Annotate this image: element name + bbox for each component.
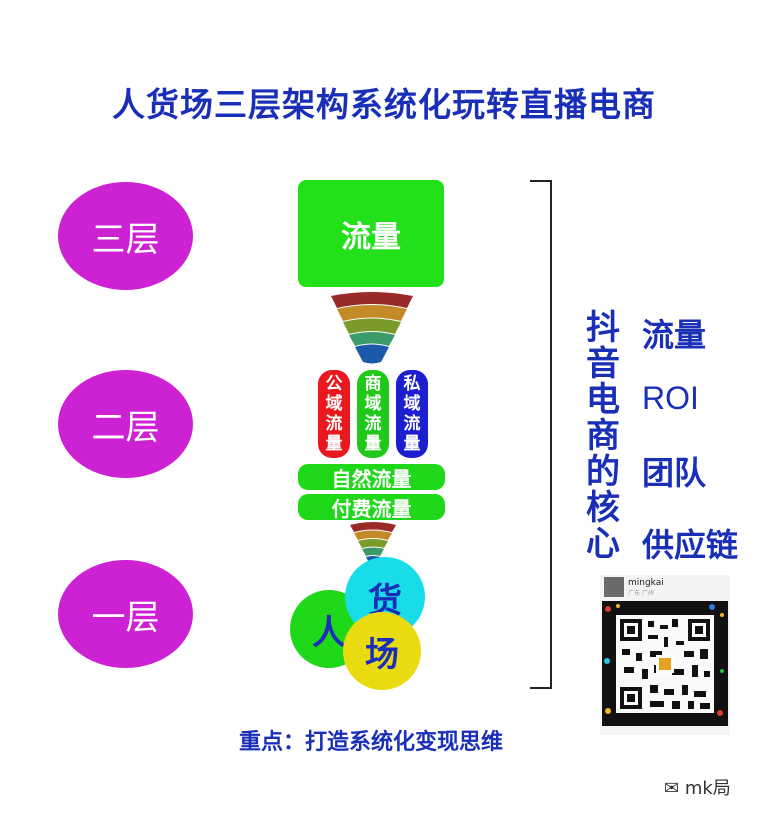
pill-char: 流 [325, 414, 343, 434]
avatar [604, 577, 624, 597]
pill-char: 量 [364, 434, 382, 454]
private-traffic-pill: 私 域 流 量 [396, 370, 428, 458]
qr-location: 广东 广州 [628, 590, 654, 597]
key-point-text: 重点：打造系统化变现思维 [239, 730, 504, 755]
core-item-roi: ROI [642, 380, 699, 416]
qr-code-image [602, 601, 728, 726]
pill-char: 域 [325, 394, 343, 414]
commercial-traffic-pill: 商 域 流 量 [357, 370, 389, 458]
wechat-icon: ✉ [664, 778, 680, 799]
tier-one: 一层 [58, 560, 193, 668]
pill-char: 流 [364, 414, 382, 434]
circle-chang: 场 [343, 612, 421, 690]
right-bracket [530, 180, 552, 689]
vertical-char: 商 [586, 416, 620, 456]
paid-traffic-bar: 付费流量 [298, 494, 445, 521]
pill-char: 量 [403, 434, 421, 454]
vertical-char: 电 [586, 380, 620, 420]
vertical-char: 核 [586, 488, 620, 528]
pill-char: 域 [403, 394, 421, 414]
footer-brand: ✉ mk局 [664, 774, 731, 800]
qr-card: mingkai 广东 广州 [600, 575, 730, 735]
footer-brand-text: mk局 [684, 778, 731, 799]
tier-two: 二层 [58, 370, 193, 478]
vertical-char: 的 [586, 452, 620, 492]
core-item-supply-chain: 供应链 [642, 526, 739, 564]
pill-char: 流 [403, 414, 421, 434]
pill-char: 私 [403, 374, 421, 394]
core-item-traffic: 流量 [642, 316, 707, 354]
douyin-core-vertical-label: 抖 音 电 商 的 核 心 [585, 310, 621, 562]
diagram-title: 人货场三层架构系统化玩转直播电商 [112, 85, 656, 124]
funnel-bottom [350, 522, 396, 566]
public-traffic-pill: 公 域 流 量 [318, 370, 350, 458]
qr-username: mingkai [628, 578, 664, 588]
pill-char: 域 [364, 394, 382, 414]
traffic-box: 流量 [298, 180, 444, 287]
tier-three: 三层 [58, 182, 193, 290]
vertical-char: 心 [586, 524, 620, 564]
natural-traffic-bar: 自然流量 [298, 464, 445, 491]
vertical-char: 抖 [586, 308, 620, 348]
pill-char: 量 [325, 434, 343, 454]
pill-char: 公 [325, 374, 343, 394]
vertical-char: 音 [586, 344, 620, 384]
core-item-team: 团队 [642, 454, 707, 492]
funnel-top [331, 292, 413, 364]
pill-char: 商 [364, 374, 382, 394]
